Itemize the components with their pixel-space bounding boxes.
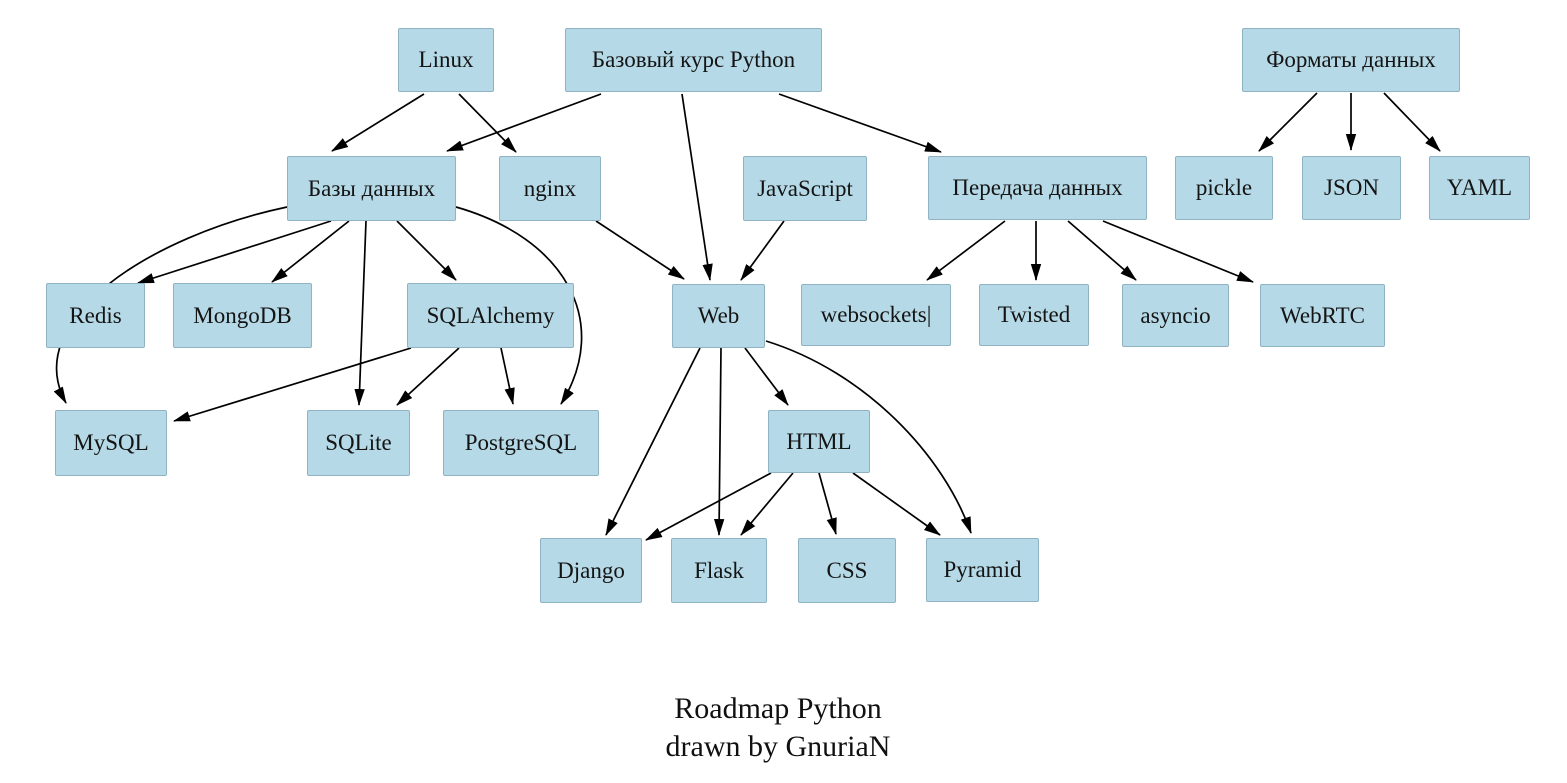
- edge-transfer-webrtc: [1102, 220, 1254, 283]
- diagram-caption: Roadmap Python drawn by GnuriaN: [478, 690, 1078, 766]
- node-sqlite: SQLite: [307, 410, 410, 476]
- edge-html-pyramid: [852, 472, 941, 536]
- node-label-mongodb: MongoDB: [193, 302, 292, 328]
- edge-html-css: [818, 472, 837, 535]
- edge-web-pyramid: [765, 340, 972, 534]
- edge-db-sqlite: [354, 220, 367, 407]
- node-formats: Форматы данных: [1242, 28, 1460, 92]
- node-mongodb: MongoDB: [173, 283, 312, 348]
- node-web: Web: [672, 284, 765, 348]
- edge-transfer-websockets: [926, 220, 1006, 281]
- node-db: Базы данных: [287, 156, 456, 221]
- edge-python-web: [681, 93, 713, 282]
- node-label-javascript: JavaScript: [757, 175, 853, 201]
- node-json: JSON: [1302, 156, 1401, 220]
- edge-db-mongodb: [271, 220, 350, 283]
- node-asyncio: asyncio: [1122, 284, 1229, 347]
- caption-author: drawn by GnuriaN: [665, 730, 891, 763]
- node-label-yaml: YAML: [1446, 175, 1513, 200]
- edge-html-django: [645, 472, 772, 541]
- node-label-django: Django: [557, 557, 625, 583]
- edge-web-flask: [713, 347, 725, 537]
- edge-formats-yaml: [1383, 92, 1441, 152]
- edge-sqlalchemy-mysql: [173, 347, 412, 422]
- edge-web-django: [605, 347, 701, 536]
- node-label-websockets: websockets|: [820, 302, 932, 327]
- node-label-postgresql: PostgreSQL: [464, 430, 578, 455]
- edge-formats-pickle: [1258, 92, 1318, 152]
- node-label-sqlite: SQLite: [325, 430, 392, 455]
- node-nginx: nginx: [499, 156, 601, 221]
- node-pickle: pickle: [1175, 156, 1273, 220]
- edge-db-redis: [137, 220, 332, 284]
- node-postgresql: PostgreSQL: [443, 410, 599, 476]
- edge-html-flask: [740, 472, 794, 536]
- node-python: Базовый курс Python: [565, 28, 822, 92]
- edge-transfer-asyncio: [1067, 220, 1137, 281]
- node-label-json: JSON: [1324, 175, 1379, 200]
- edge-python-transfer: [778, 93, 942, 153]
- node-label-nginx: nginx: [523, 175, 577, 201]
- caption-title: Roadmap Python: [674, 692, 882, 725]
- node-label-transfer: Передача данных: [952, 175, 1123, 200]
- edge-javascript-web: [740, 220, 785, 281]
- node-label-mysql: MySQL: [73, 430, 149, 455]
- edge-web-html: [744, 347, 789, 406]
- node-label-formats: Форматы данных: [1266, 47, 1436, 72]
- node-label-redis: Redis: [69, 302, 122, 328]
- edge-python-db: [446, 93, 602, 152]
- edge-db-sqlalchemy: [396, 220, 457, 281]
- node-yaml: YAML: [1429, 156, 1530, 220]
- edge-sqlalchemy-sqlite: [396, 347, 460, 406]
- node-label-css: CSS: [826, 557, 868, 583]
- node-label-html: HTML: [786, 428, 852, 454]
- node-webrtc: WebRTC: [1260, 284, 1385, 347]
- node-javascript: JavaScript: [743, 156, 867, 221]
- node-html: HTML: [768, 410, 870, 473]
- node-label-pickle: pickle: [1195, 175, 1253, 200]
- node-label-python: Базовый курс Python: [591, 47, 796, 72]
- node-websockets: websockets|: [801, 284, 951, 346]
- node-twisted: Twisted: [979, 284, 1089, 346]
- edge-linux-nginx: [458, 93, 517, 153]
- edge-linux-db: [331, 93, 425, 152]
- node-label-linux: Linux: [418, 47, 474, 72]
- node-css: CSS: [798, 538, 896, 603]
- node-sqlalchemy: SQLAlchemy: [407, 283, 574, 348]
- node-label-db: Базы данных: [307, 175, 436, 201]
- node-linux: Linux: [398, 28, 494, 92]
- node-label-pyramid: Pyramid: [943, 557, 1022, 582]
- edge-nginx-web: [595, 220, 685, 280]
- node-pyramid: Pyramid: [926, 538, 1039, 602]
- edge-sqlalchemy-postgresql: [500, 347, 515, 405]
- node-mysql: MySQL: [55, 410, 167, 476]
- node-label-web: Web: [697, 303, 740, 328]
- node-label-webrtc: WebRTC: [1280, 302, 1365, 328]
- node-redis: Redis: [46, 283, 145, 348]
- node-flask: Flask: [671, 538, 767, 603]
- node-django: Django: [540, 538, 642, 603]
- node-label-flask: Flask: [694, 557, 744, 583]
- node-label-sqlalchemy: SQLAlchemy: [426, 302, 555, 328]
- node-label-twisted: Twisted: [997, 302, 1071, 327]
- node-transfer: Передача данных: [928, 156, 1147, 220]
- node-label-asyncio: asyncio: [1140, 302, 1211, 328]
